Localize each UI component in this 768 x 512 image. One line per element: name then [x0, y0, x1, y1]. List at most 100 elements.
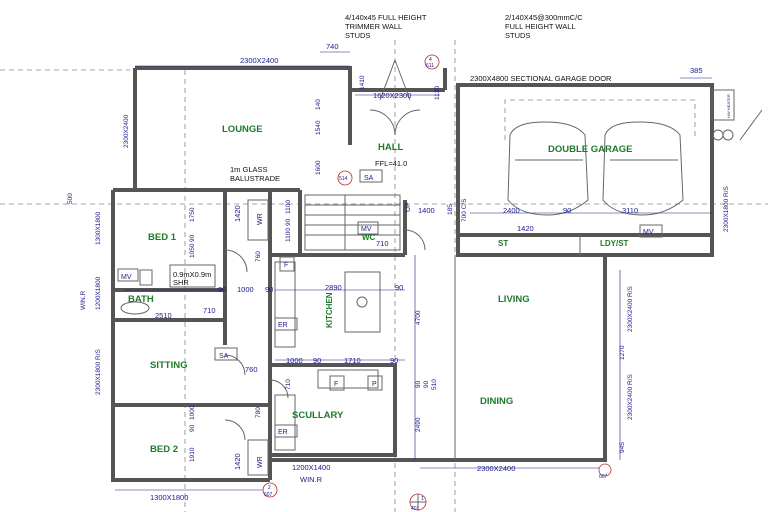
dim-stair-1100a: 1100 [285, 228, 292, 242]
dim-garage-2400: 2400 [503, 206, 520, 215]
dim-v-1540: 1540 [315, 120, 322, 135]
dim-kit-4700: 4700 [415, 310, 422, 325]
dim-sit-90a: 90 [313, 356, 321, 365]
walls [111, 66, 714, 482]
dim-v-500: 500 [67, 193, 74, 204]
room-double-garage: DOUBLE GARAGE [548, 144, 632, 155]
note-hw-heater: HW HEATER [726, 94, 731, 118]
room-bed2: BED 2 [150, 444, 178, 455]
dim-bath-90b: 90 [265, 285, 273, 294]
dim-top-385: 385 [690, 66, 703, 75]
dim-garage-90: 90 [563, 206, 571, 215]
note-trimmer-line3: STUDS [345, 31, 370, 40]
tag-p-scullary: P [372, 381, 377, 388]
room-bed1: BED 1 [148, 232, 177, 243]
dim-bath-2510: 2510 [155, 311, 172, 320]
dim-garage-1420: 1420 [517, 224, 534, 233]
dim-v-1600: 1600 [315, 160, 322, 175]
dim-top-lounge: 2300X2400 [240, 56, 278, 65]
dim-bed1-90a: 90 [189, 234, 196, 242]
dim-v-140: 140 [315, 99, 322, 110]
dim-bed2-90: 90 [189, 424, 196, 432]
tag-er-scullary: ER [278, 429, 288, 436]
note-trimmer-line1: 4/140x45 FULL HEIGHT [345, 13, 427, 22]
dim-win-garage-r: 2300X1800 R/S [723, 185, 730, 232]
kitchen-fixtures [274, 261, 381, 451]
dim-right-945: 945 [619, 442, 626, 453]
note-studs-line1: 2/140X45@300mmC/C [505, 13, 583, 22]
dim-bed1-1750: 1750 [189, 207, 196, 222]
note-glass-line2: BALUSTRADE [230, 174, 280, 183]
dim-scul-710: 710 [285, 379, 292, 390]
dim-win-bed1: 1300X1800 [95, 211, 102, 245]
bath-fixtures [120, 264, 216, 315]
room-bath: BATH [128, 294, 154, 305]
dim-sit-760: 760 [245, 365, 258, 374]
dim-v-90b: 90 [423, 380, 430, 388]
dim-bath-710: 710 [203, 306, 216, 315]
dim-bed2-1000: 1000 [189, 405, 196, 420]
reference-lines [0, 40, 768, 512]
note-studs-line3: STUDS [505, 31, 530, 40]
tag-er-kitchen: ER [278, 322, 288, 329]
dimension-lines [115, 51, 712, 491]
dim-win-sitting: 2300X1800 R/S [95, 348, 102, 395]
dim-bed2-780: 780 [255, 407, 262, 418]
room-ldy-st: LDY/ST [600, 239, 629, 248]
dim-kit-2890: 2890 [325, 283, 342, 292]
dim-bed2-1910: 1910 [189, 447, 196, 462]
dim-sit-1710: 1710 [344, 356, 361, 365]
dim-bed1-1420: 1420 [233, 205, 242, 222]
callout-hall: 514 [339, 176, 348, 182]
dim-bed1-760: 760 [255, 251, 262, 262]
door-swings [224, 59, 426, 441]
dim-sit-90b: 90 [390, 356, 398, 365]
note-shr: SHR [173, 278, 189, 287]
dim-700cs: 700 C/S [461, 198, 468, 222]
note-studs-line2: FULL HEIGHT WALL [505, 22, 576, 31]
garage-cars [504, 99, 696, 216]
room-hall: HALL [378, 142, 404, 153]
callout-bottom-left: 2 [268, 485, 271, 491]
tag-wr-bed1: WR [257, 213, 264, 225]
dim-win-r-left: WIN.R [80, 291, 87, 310]
dim-win-bottom-mid: 1200X1400 [292, 463, 330, 472]
tag-wr-bed2: WR [257, 456, 264, 468]
room-wc: WC [362, 233, 376, 242]
tag-sa-hall: SA [364, 175, 374, 182]
note-ffl: FFL=41.0 [375, 159, 407, 168]
dim-1400: 1400 [418, 206, 435, 215]
dim-bottom-right: 2300X2400 [477, 464, 515, 473]
dim-v-2490: 2490 [415, 417, 422, 432]
dim-bed1-1050: 1050 [189, 243, 196, 258]
room-sitting: SITTING [150, 360, 187, 371]
dim-185: 185 [447, 204, 454, 215]
callout-top: 4 [429, 57, 432, 63]
room-lounge: LOUNGE [222, 124, 263, 135]
dim-bottom-left: 1300X1800 [150, 493, 188, 502]
tag-f-kitchen: F [284, 262, 288, 269]
tag-f-scullary: F [334, 381, 338, 388]
staircase [304, 194, 401, 251]
dim-top-740: 740 [326, 42, 339, 51]
callout-top-sub: 611 [426, 63, 434, 69]
tag-mv-garage: MV [643, 229, 654, 236]
dim-stair-710: 710 [376, 239, 389, 248]
dim-kit-90: 90 [395, 283, 403, 292]
room-kitchen: KITCHEN [325, 292, 334, 328]
note-garage-door: 2300X4800 SECTIONAL GARAGE DOOR [470, 74, 612, 83]
callout-bottom-center-sub: 401 [411, 506, 420, 512]
dim-win-r-bottom: WIN.R [300, 475, 323, 484]
wardrobes [247, 199, 269, 476]
note-shr-size: 0.9mX0.9m [173, 270, 211, 279]
callout-circles [262, 54, 612, 511]
dim-v-90a: 90 [415, 380, 422, 388]
callout-bottom-right: 607 [599, 474, 608, 480]
callout-bottom-center: 1 [421, 496, 424, 502]
hw-heater [711, 89, 763, 141]
note-trimmer-line2: TRIMMER WALL [345, 22, 402, 31]
dim-v-1410: 1410 [359, 75, 366, 90]
dim-right-1270: 1270 [619, 345, 626, 360]
room-living: LIVING [498, 294, 530, 305]
